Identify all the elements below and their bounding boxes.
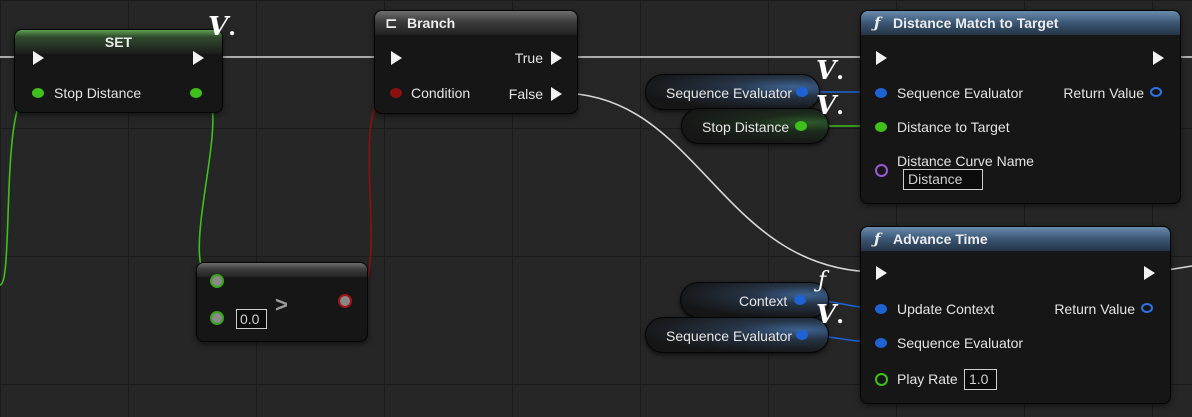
branch-node-title: Branch [407,15,456,31]
distance-match-return-value-label: Return Value [1063,85,1144,101]
variable-badge-letter: V [816,56,837,86]
distance-match-node-header: ƒ Distance Match to Target [861,11,1180,35]
set-stop-distance-out-pin[interactable] [190,88,202,98]
advance-time-update-context-pin[interactable] [875,304,887,314]
context-getter-pin[interactable] [794,295,806,305]
advance-time-play-rate-label: Play Rate [897,371,958,387]
greater-than-node-header [197,263,367,277]
distance-match-node-title: Distance Match to Target [893,15,1059,31]
branch-true-exec-pin[interactable] [551,51,562,65]
compare-a-input-pin[interactable] [210,274,224,288]
branch-false-exec-pin[interactable] [551,87,562,101]
sequence-evaluator-getter-1[interactable]: Sequence Evaluator [645,74,820,110]
set-node-title: SET [104,34,133,50]
branch-true-label: True [514,50,543,66]
distance-match-distance-to-target-pin[interactable] [875,122,887,132]
advance-time-sequence-evaluator-pin[interactable] [875,338,887,348]
branch-node-header: ⊏ Branch [375,11,577,35]
sequence-evaluator-getter-2[interactable]: Sequence Evaluator [645,317,829,353]
variable-badge-letter: V [816,300,837,330]
float-wire-set-compare [198,91,216,281]
branch-exec-in-pin[interactable] [391,51,402,65]
sequence-evaluator-getter-1-label: Sequence Evaluator [666,85,793,101]
compare-result-pin[interactable] [338,294,352,308]
distance-match-curve-name-pin[interactable] [875,164,888,177]
set-stop-distance-in-pin[interactable] [32,88,44,98]
advance-time-node[interactable]: ƒ Advance Time Update Context Return Val… [860,226,1171,404]
sequence-evaluator-getter-1-pin[interactable] [796,87,808,97]
advance-time-return-value-pin[interactable] [1141,303,1153,313]
stop-distance-variable-badge: V. [816,93,844,120]
function-icon: ƒ [874,14,881,32]
advance-time-exec-in-pin[interactable] [876,266,887,280]
context-getter[interactable]: Context [680,282,829,318]
advance-time-sequence-evaluator-label: Sequence Evaluator [897,335,1024,351]
float-wire-left-in [0,91,31,286]
sequence-evaluator-2-variable-badge: V. [816,302,844,329]
variable-badge-letter: V [208,12,229,42]
branch-condition-pin[interactable] [390,88,402,98]
variable-badge-dot: . [836,59,844,85]
set-exec-in-pin[interactable] [33,51,44,65]
distance-match-sequence-evaluator-label: Sequence Evaluator [897,85,1024,101]
sequence-evaluator-getter-2-label: Sequence Evaluator [666,328,793,344]
set-stop-distance-label: Stop Distance [54,85,142,101]
distance-match-distance-to-target-label: Distance to Target [897,119,1010,135]
branch-condition-label: Condition [411,85,471,101]
distance-match-curve-name-label: Distance Curve Name [897,153,1034,169]
distance-match-sequence-evaluator-pin[interactable] [875,88,887,98]
sequence-evaluator-1-variable-badge: V. [816,58,844,85]
distance-match-return-value-pin[interactable] [1150,87,1162,97]
variable-badge-letter: V [816,91,837,121]
compare-b-value-field[interactable]: 0.0 [236,309,267,329]
set-variable-badge: V. [208,14,236,41]
stop-distance-getter-label: Stop Distance [702,119,790,135]
advance-time-play-rate-pin[interactable] [875,373,888,386]
greater-than-node[interactable]: 0.0 > [196,262,368,342]
advance-time-node-title: Advance Time [893,231,988,247]
advance-time-exec-out-pin[interactable] [1144,266,1155,280]
compare-operator: > [275,292,288,317]
function-icon: ƒ [874,230,881,248]
distance-match-exec-in-pin[interactable] [876,51,887,65]
context-function-badge: ƒ [818,268,827,293]
variable-badge-dot: . [228,15,236,41]
distance-match-exec-out-pin[interactable] [1153,51,1164,65]
stop-distance-getter[interactable]: Stop Distance [681,108,829,144]
sequence-evaluator-getter-2-pin[interactable] [796,330,808,340]
advance-time-update-context-label: Update Context [897,301,995,317]
branch-false-label: False [508,86,543,102]
branch-icon: ⊏ [385,14,398,32]
distance-curve-name-field[interactable]: Distance [903,169,983,190]
set-exec-out-pin[interactable] [193,51,204,65]
advance-time-node-header: ƒ Advance Time [861,227,1170,251]
branch-node[interactable]: ⊏ Branch True Condition False [374,10,578,114]
variable-badge-dot: . [836,303,844,329]
context-getter-label: Context [739,293,788,309]
variable-badge-dot: . [836,94,844,120]
compare-b-input-pin[interactable] [210,311,224,325]
play-rate-value-field[interactable]: 1.0 [964,369,997,390]
set-node-header: SET [15,30,222,54]
advance-time-return-value-label: Return Value [1054,301,1135,317]
set-node[interactable]: SET Stop Distance [14,29,223,113]
distance-match-to-target-node[interactable]: ƒ Distance Match to Target Sequence Eval… [860,10,1181,204]
stop-distance-getter-pin[interactable] [795,121,807,131]
